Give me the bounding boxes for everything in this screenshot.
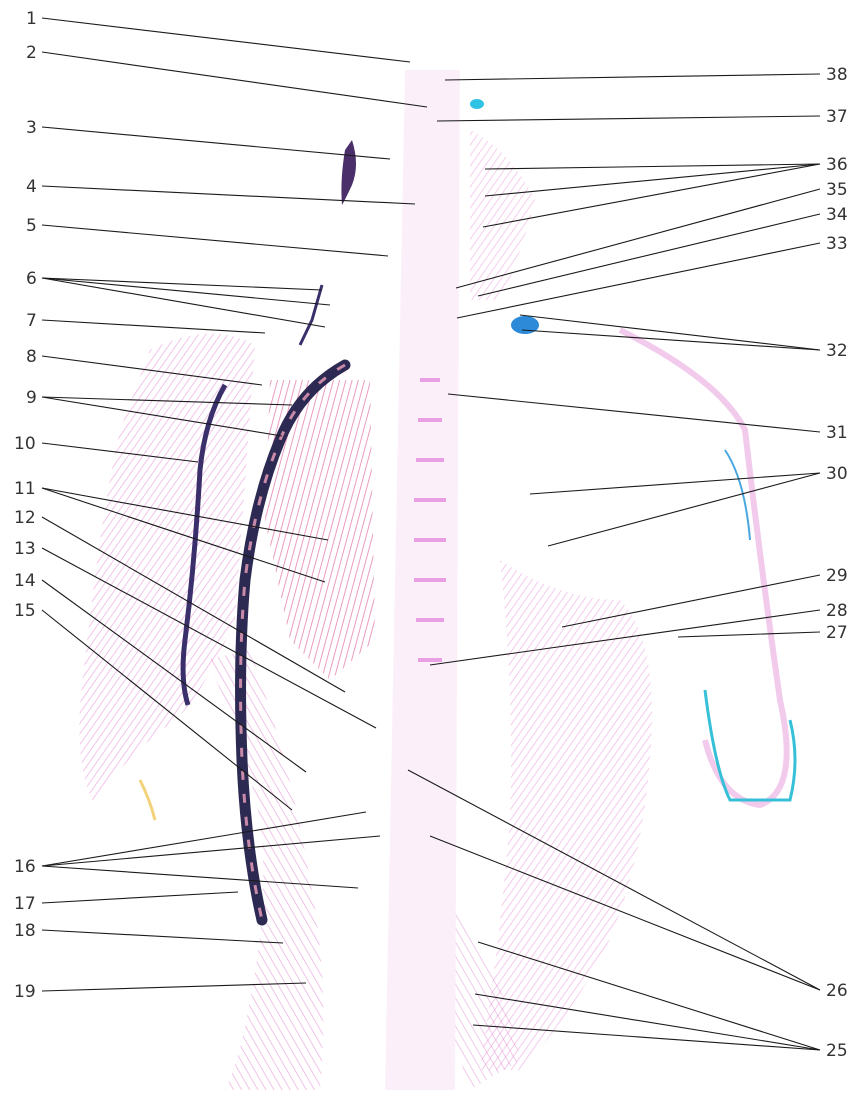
left-shoulder-muscle xyxy=(79,333,255,805)
label-4: 4 xyxy=(26,177,37,197)
label-13: 13 xyxy=(14,539,36,559)
leader-13 xyxy=(41,547,377,729)
label-31: 31 xyxy=(826,423,848,443)
label-15: 15 xyxy=(14,601,36,621)
leader-36a xyxy=(484,163,821,170)
illustration xyxy=(79,70,797,1090)
leader-32a xyxy=(519,314,821,351)
leader-15 xyxy=(41,609,293,811)
label-25: 25 xyxy=(826,1041,848,1061)
label-28: 28 xyxy=(826,601,848,621)
leader-2 xyxy=(41,51,428,108)
label-7: 7 xyxy=(26,311,37,331)
yellow-accent xyxy=(138,779,157,821)
label-32: 32 xyxy=(826,341,848,361)
label-35: 35 xyxy=(826,180,848,200)
leader-8 xyxy=(41,355,263,386)
leader-31 xyxy=(447,393,821,433)
label-26: 26 xyxy=(826,981,848,1001)
leader-37 xyxy=(436,115,821,122)
leader-9a xyxy=(41,396,293,406)
label-37: 37 xyxy=(826,107,848,127)
label-2: 2 xyxy=(26,43,37,63)
label-18: 18 xyxy=(14,921,36,941)
label-34: 34 xyxy=(826,205,848,225)
leader-1 xyxy=(41,17,411,63)
number-labels: 1 2 3 4 5 6 7 8 9 10 11 12 13 14 15 16 1… xyxy=(14,9,848,1061)
right-back-muscle xyxy=(480,560,652,1070)
label-30: 30 xyxy=(826,464,848,484)
leader-25a xyxy=(477,941,821,1051)
leader-26a xyxy=(407,769,821,991)
leader-11b xyxy=(41,487,326,583)
leader-26b xyxy=(429,835,821,991)
right-arm-blue-outline xyxy=(703,689,797,802)
label-9: 9 xyxy=(26,388,37,408)
label-8: 8 xyxy=(26,347,37,367)
label-27: 27 xyxy=(826,623,848,643)
leader-25b xyxy=(474,993,821,1051)
leader-35 xyxy=(455,188,821,289)
label-36: 36 xyxy=(826,155,848,175)
leader-16c xyxy=(41,865,359,889)
leader-5 xyxy=(41,224,389,257)
left-lower-back-muscle xyxy=(205,650,324,1090)
leader-9b xyxy=(41,396,283,437)
leader-28 xyxy=(429,609,821,666)
left-rib-region xyxy=(265,380,375,680)
neck-dark-structure xyxy=(341,140,356,205)
leader-12 xyxy=(41,516,346,693)
leader-29 xyxy=(561,574,821,628)
blue-accent-neck xyxy=(470,99,484,109)
label-11: 11 xyxy=(14,479,36,499)
label-6: 6 xyxy=(26,269,37,289)
leader-25c xyxy=(472,1024,821,1051)
label-17: 17 xyxy=(14,894,36,914)
label-1: 1 xyxy=(26,9,37,29)
label-29: 29 xyxy=(826,566,848,586)
blue-accent-shoulder xyxy=(511,316,539,334)
left-arm-dark-line xyxy=(180,383,228,706)
leader-3 xyxy=(41,126,391,160)
right-arm-blue-line xyxy=(724,449,751,541)
leader-36b xyxy=(484,163,821,197)
leader-10 xyxy=(41,442,199,463)
label-12: 12 xyxy=(14,508,36,528)
leader-16a xyxy=(41,811,367,867)
leader-33 xyxy=(456,242,821,319)
leader-30b xyxy=(547,472,821,547)
right-arm-outline xyxy=(618,327,790,809)
leader-4 xyxy=(41,185,416,205)
leader-6b xyxy=(41,277,331,306)
label-14: 14 xyxy=(14,571,36,591)
right-neck-muscle xyxy=(470,130,535,300)
leader-30a xyxy=(529,472,821,495)
leader-lines xyxy=(41,17,821,1051)
leader-7 xyxy=(41,319,266,334)
leader-11a xyxy=(41,487,329,541)
leader-6a xyxy=(41,277,323,291)
leader-36c xyxy=(482,163,821,228)
label-3: 3 xyxy=(26,118,37,138)
label-33: 33 xyxy=(826,234,848,254)
leader-14 xyxy=(41,579,307,773)
label-16: 16 xyxy=(14,857,36,877)
leader-32b xyxy=(521,329,821,351)
leader-16b xyxy=(41,835,381,867)
left-neck-line xyxy=(298,284,324,346)
leader-6c xyxy=(41,277,326,328)
spine-segments xyxy=(414,378,446,662)
leader-38 xyxy=(444,73,821,81)
leader-27 xyxy=(677,631,821,638)
leader-34 xyxy=(477,213,821,297)
scapula-border-dark xyxy=(235,359,351,926)
leader-17 xyxy=(41,891,239,904)
label-19: 19 xyxy=(14,982,36,1002)
leader-18 xyxy=(41,929,284,944)
label-38: 38 xyxy=(826,65,848,85)
leader-19 xyxy=(41,982,307,992)
label-10: 10 xyxy=(14,434,36,454)
label-5: 5 xyxy=(26,216,37,236)
